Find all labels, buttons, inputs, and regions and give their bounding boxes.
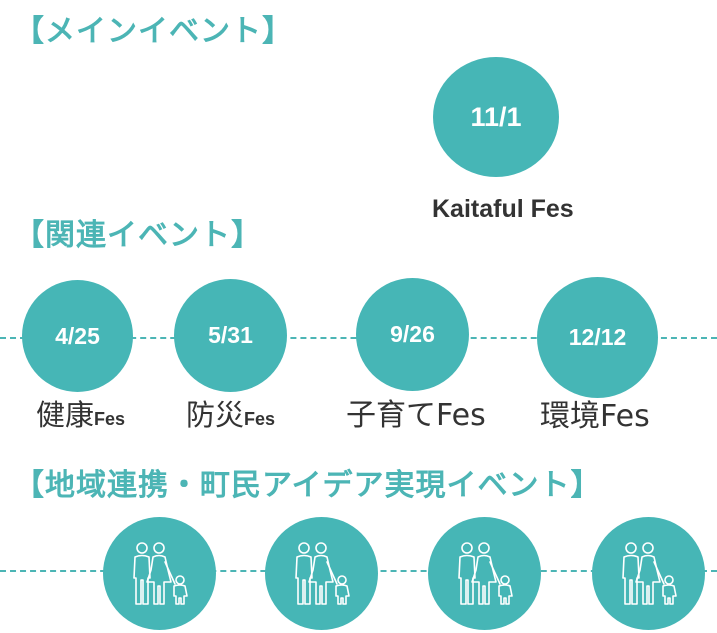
related-event-circle: 4/25: [22, 280, 133, 392]
main-event-date: 11/1: [470, 101, 522, 132]
main-event-heading: 【メインイベント】: [14, 14, 293, 49]
related-event-label-main: 環境Fes: [540, 399, 650, 434]
related-event-label-suffix: Fes: [244, 409, 276, 429]
related-event-date: 9/26: [390, 321, 435, 347]
family-icon: [619, 541, 679, 606]
related-event-label: 健康Fes: [36, 401, 125, 430]
related-event-label: 防災Fes: [186, 401, 275, 430]
related-event-label-suffix: Fes: [94, 409, 126, 429]
family-icon: [292, 541, 352, 606]
community-events-heading: 【地域連携・町民アイデア実現イベント】: [14, 468, 602, 503]
related-event-date: 12/12: [568, 324, 627, 350]
related-event-label: 子育てFes: [346, 401, 486, 431]
related-event-label-main: 防災: [186, 398, 245, 432]
related-event-label-main: 健康: [36, 398, 95, 432]
community-event-circle: [592, 517, 705, 630]
related-event-label: 環境Fes: [540, 402, 650, 432]
related-event-circle: 9/26: [356, 278, 469, 391]
main-event-label: Kaitaful Fes: [432, 195, 574, 223]
family-icon: [130, 541, 190, 606]
related-event-circle: 5/31: [174, 279, 287, 392]
community-event-circle: [265, 517, 378, 630]
family-icon: [455, 541, 515, 606]
main-event-circle: 11/1: [433, 57, 559, 177]
related-event-circle: 12/12: [537, 277, 658, 398]
related-event-date: 5/31: [208, 322, 253, 348]
related-event-label-main: 子育てFes: [346, 398, 486, 433]
related-events-heading: 【関連イベント】: [14, 218, 262, 253]
community-event-circle: [103, 517, 216, 630]
related-event-date: 4/25: [55, 322, 100, 349]
community-event-circle: [428, 517, 541, 630]
